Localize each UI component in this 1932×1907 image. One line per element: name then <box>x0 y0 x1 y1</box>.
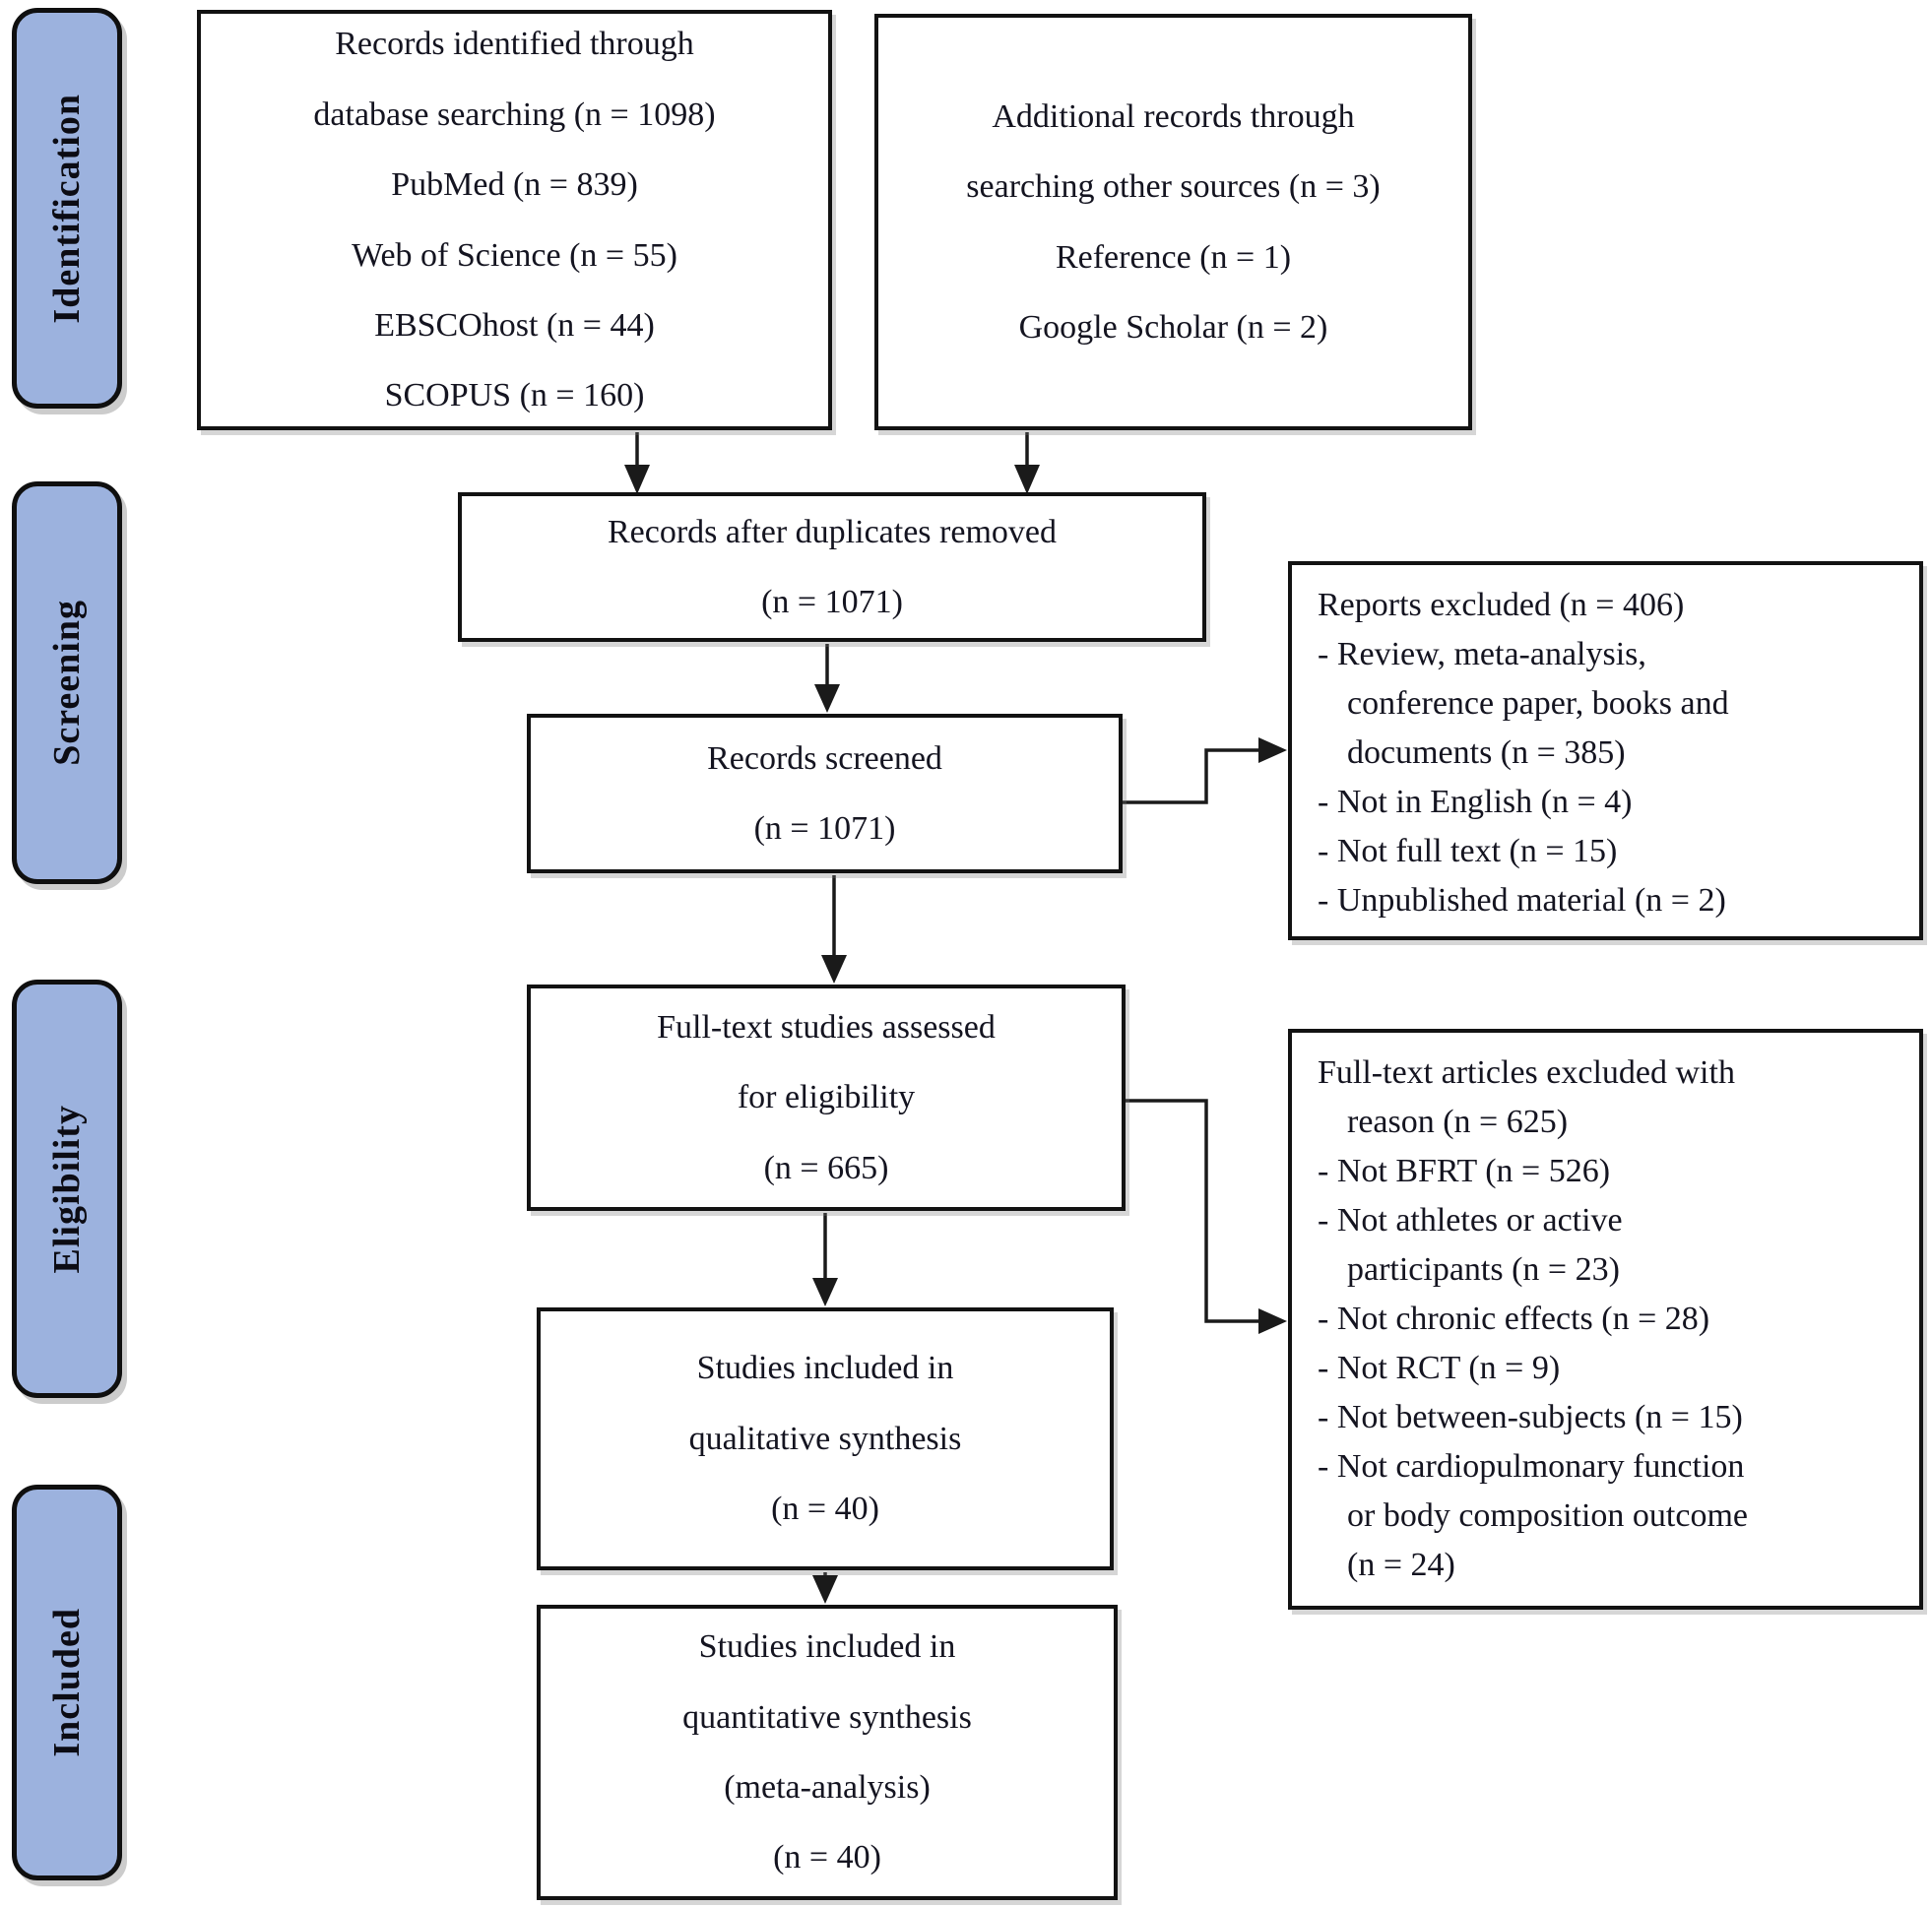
box-duplicates-removed: Records after duplicates removed (n = 10… <box>458 492 1206 642</box>
arrowhead-identified-to-duplicates <box>624 465 650 494</box>
box-qualitative-synthesis: Studies included in qualitative synthesi… <box>537 1307 1114 1570</box>
box-records-identified: Records identified through database sear… <box>197 10 832 430</box>
box-quantitative-synthesis: Studies included in quantitative synthes… <box>537 1605 1118 1900</box>
box-records-screened: Records screened (n = 1071) <box>527 714 1123 873</box>
arrowhead-screened-to-fulltext <box>821 955 847 984</box>
box-line: - Not cardiopulmonary function <box>1318 1447 1745 1485</box>
box-line: for eligibility <box>737 1079 916 1116</box>
box-line: Google Scholar (n = 2) <box>1018 308 1328 346</box>
box-line: Full-text articles excluded with <box>1318 1054 1735 1091</box>
stage-eligibility: Eligibility <box>12 980 122 1398</box>
box-line: Studies included in <box>696 1350 954 1387</box>
box-line: EBSCOhost (n = 44) <box>374 306 655 344</box>
box-line: documents (n = 385) <box>1347 733 1626 771</box>
box-reports-excluded: Reports excluded (n = 406) - Review, met… <box>1288 561 1923 940</box>
elbow-screened-to-reports-excluded <box>1123 748 1260 804</box>
box-line: - Not RCT (n = 9) <box>1318 1349 1561 1386</box>
box-line: Full-text studies assessed <box>657 1008 996 1046</box>
stage-screening-label: Screening <box>46 600 88 766</box>
box-fulltext-assessed: Full-text studies assessed for eligibili… <box>527 985 1126 1211</box>
box-line: (n = 665) <box>763 1149 889 1186</box>
box-line: Reports excluded (n = 406) <box>1318 587 1685 623</box>
elbow-fulltext-to-fulltext-excluded <box>1126 1099 1260 1323</box>
box-line: (n = 1071) <box>761 584 903 620</box>
box-line: - Not chronic effects (n = 28) <box>1318 1300 1710 1337</box>
box-line: Reference (n = 1) <box>1055 238 1292 276</box>
box-line: - Review, meta-analysis, <box>1318 635 1646 672</box>
box-line: - Not in English (n = 4) <box>1318 783 1633 820</box>
box-line: database searching (n = 1098) <box>313 95 716 133</box>
box-line: - Not full text (n = 15) <box>1318 832 1618 869</box>
box-line: Studies included in <box>698 1628 956 1666</box>
arrowhead-duplicates-to-screened <box>814 684 840 713</box>
box-line: Records screened <box>707 739 942 777</box>
box-line: SCOPUS (n = 160) <box>384 377 645 414</box>
stage-eligibility-label: Eligibility <box>46 1104 88 1274</box>
arrowhead-qualitative-to-quantitative <box>812 1575 838 1604</box>
stage-included: Included <box>12 1485 122 1880</box>
arrowhead-fulltext-to-qualitative <box>812 1278 838 1306</box>
box-line: (n = 40) <box>773 1839 881 1876</box>
stage-identification: Identification <box>12 8 122 409</box>
box-line: quantitative synthesis <box>682 1698 972 1736</box>
box-line: - Not athletes or active <box>1318 1201 1623 1239</box>
box-line: (meta-analysis) <box>724 1769 931 1806</box>
box-line: (n = 40) <box>771 1491 879 1528</box>
box-line: Web of Science (n = 55) <box>352 236 677 274</box>
box-line: (n = 1071) <box>753 810 896 847</box>
box-line: PubMed (n = 839) <box>391 166 638 204</box>
box-line: Records after duplicates removed <box>608 513 1057 550</box>
box-line: - Not BFRT (n = 526) <box>1318 1152 1611 1189</box>
box-line: searching other sources (n = 3) <box>966 168 1381 206</box>
box-line: - Not between-subjects (n = 15) <box>1318 1398 1743 1435</box>
arrowhead-additional-to-duplicates <box>1014 465 1040 494</box>
box-line: conference paper, books and <box>1347 684 1729 722</box>
stage-identification-label: Identification <box>46 93 88 324</box>
arrowhead-fulltext-to-fulltext-excluded <box>1258 1308 1287 1334</box>
box-line: or body composition outcome <box>1347 1496 1749 1534</box>
box-line: qualitative synthesis <box>688 1420 962 1457</box>
arrowhead-screened-to-reports-excluded <box>1258 737 1287 763</box>
stage-screening: Screening <box>12 481 122 884</box>
box-line: participants (n = 23) <box>1347 1250 1620 1288</box>
box-line: (n = 24) <box>1347 1546 1455 1583</box>
stage-included-label: Included <box>46 1608 88 1757</box>
box-additional-records: Additional records through searching oth… <box>874 14 1472 430</box>
box-line: Additional records through <box>992 97 1355 135</box>
box-fulltext-excluded: Full-text articles excluded with reason … <box>1288 1029 1923 1610</box>
box-line: reason (n = 625) <box>1347 1103 1569 1140</box>
box-line: Records identified through <box>335 26 694 63</box>
box-line: - Unpublished material (n = 2) <box>1318 881 1726 919</box>
